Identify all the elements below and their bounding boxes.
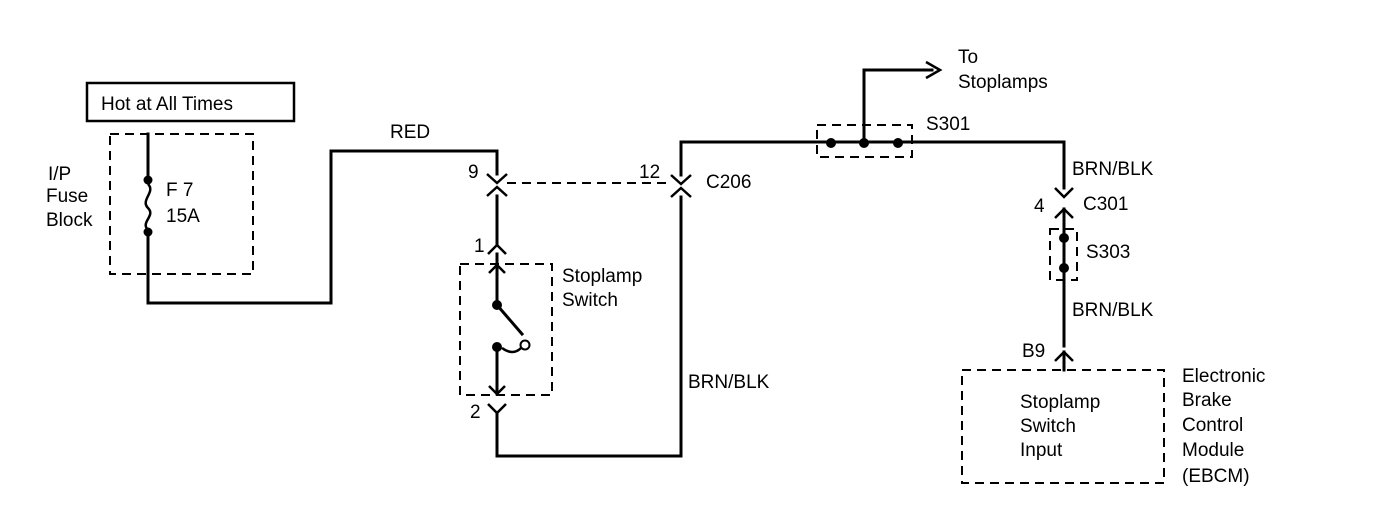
c206-pin-12-male: [670, 186, 692, 198]
stoplamp-switch-label-1: Stoplamp: [562, 266, 642, 287]
connector-c301: 4 C301: [1034, 187, 1128, 219]
ebcm-label-2: Brake: [1182, 390, 1232, 411]
splice-s303: S303: [1049, 207, 1130, 348]
brn-blk-wire-a: [495, 195, 683, 458]
fuse-name: F 7: [166, 180, 193, 201]
ebcm-module: Stoplamp Switch Input Electronic Brake C…: [961, 366, 1265, 487]
c206-label: C206: [706, 172, 751, 193]
ebcm-input-label-3: Input: [1020, 440, 1063, 461]
hot-at-all-times-label: Hot at All Times: [101, 94, 233, 115]
stoplamp-switch-label-2: Switch: [562, 290, 618, 311]
ebcm-label-3: Control: [1182, 415, 1243, 436]
switch-pin-2-label: 2: [470, 402, 481, 423]
ebcm-input-label-2: Switch: [1020, 416, 1076, 437]
fuse-block: I/P Fuse Block F 7 15A: [46, 132, 254, 275]
ebcm-label-5: (EBCM): [1182, 466, 1250, 487]
switch-pin-1-label: 1: [474, 236, 485, 257]
ebcm-pin-label: B9: [1022, 341, 1045, 362]
ebcm-label-1: Electronic: [1182, 366, 1265, 387]
brn-blk-label-c: BRN/BLK: [1072, 300, 1154, 321]
c301-pin-label: 4: [1034, 196, 1045, 217]
stoplamp-switch: 1 Stoplamp Switch 2: [459, 236, 642, 423]
red-wire: [146, 149, 499, 305]
fuse-block-label-1: I/P: [48, 164, 71, 185]
s301-label: S301: [926, 114, 970, 135]
connector-c206: 9 12 C206: [468, 162, 751, 198]
switch-blade: [494, 302, 525, 337]
c206-pin-9-male: [486, 185, 508, 197]
brn-blk-label-a: BRN/BLK: [688, 372, 770, 393]
brn-blk-label-b: BRN/BLK: [1072, 159, 1154, 180]
fuse-terminal-top: [143, 175, 153, 185]
to-stoplamps-arrow-icon: [925, 60, 943, 80]
splice-s301: S301: [816, 114, 970, 158]
c206-pin-12-female: [670, 174, 692, 186]
c206-pin-9-female: [486, 173, 508, 185]
c301-label: C301: [1083, 194, 1128, 215]
to-stoplamps-label-1: To: [958, 47, 978, 68]
fuse-icon: [144, 183, 152, 231]
red-wire-label: RED: [390, 122, 430, 143]
to-stoplamps-wire: [862, 68, 934, 145]
ebcm-label-4: Module: [1182, 440, 1244, 461]
hot-at-all-times-box: Hot at All Times: [85, 81, 296, 123]
s303-label: S303: [1086, 242, 1130, 263]
to-stoplamps-label-2: Stoplamps: [958, 72, 1048, 93]
c206-pin-12-label: 12: [639, 162, 660, 183]
c206-pin-9-label: 9: [468, 162, 479, 183]
ebcm-input-label-1: Stoplamp: [1020, 392, 1100, 413]
fuse-rating: 15A: [166, 206, 200, 227]
fuse-block-label-2: Fuse: [46, 186, 88, 207]
switch-pin-1-connector: [487, 243, 507, 255]
fuse-terminal-bottom: [143, 227, 153, 237]
brn-blk-bus-wire: [679, 140, 1066, 190]
fuse-block-label-3: Block: [46, 210, 93, 231]
